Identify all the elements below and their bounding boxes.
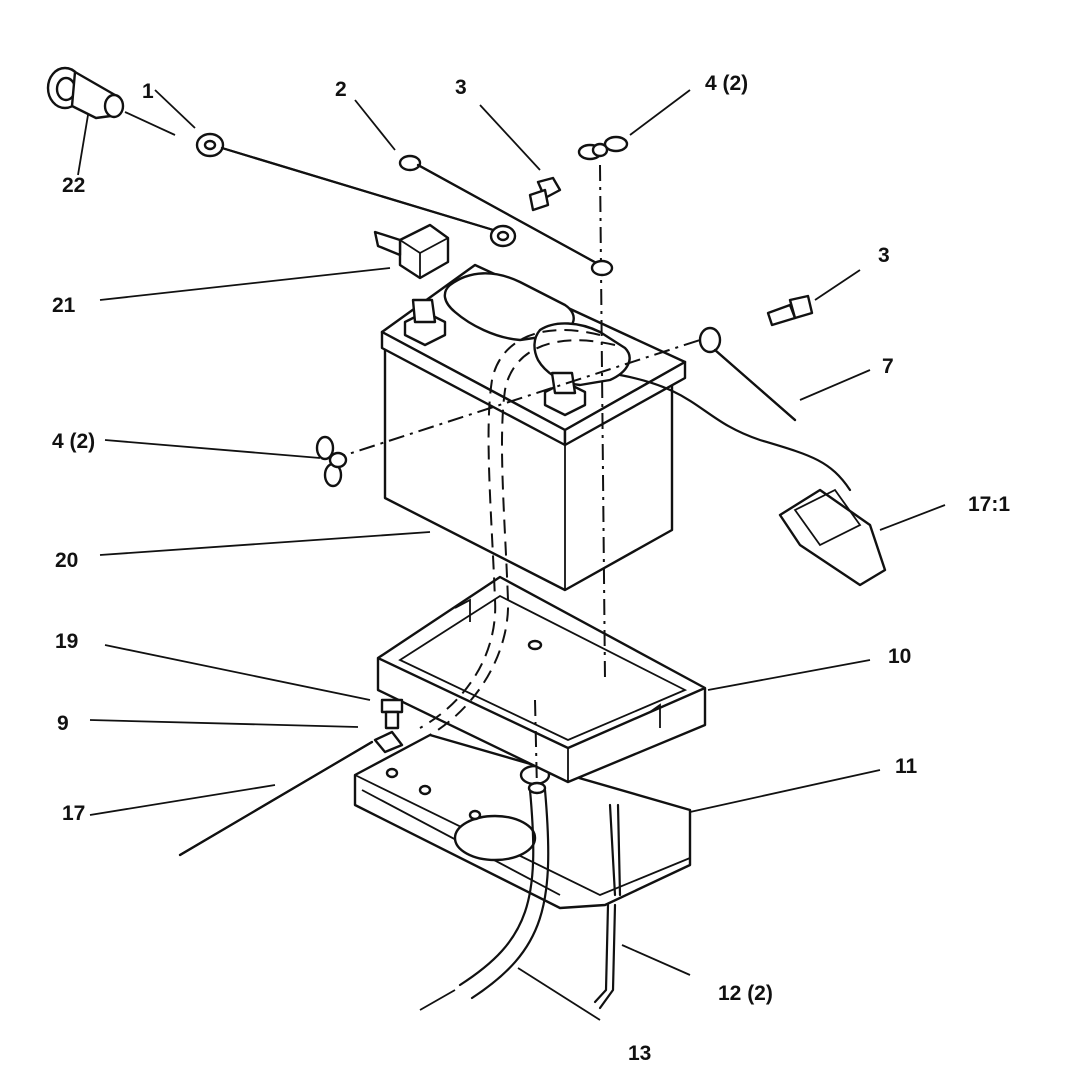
callout-22: 22 [62, 174, 85, 197]
callout-17-1: 17:1 [968, 493, 1010, 516]
callout-21: 21 [52, 294, 76, 317]
callout-7: 7 [882, 355, 894, 378]
terminal-boot [46, 66, 125, 120]
hold-down-strap [398, 154, 614, 277]
callout-17: 17 [62, 802, 85, 825]
battery [380, 263, 687, 592]
cable-alignment-line [329, 339, 701, 461]
callout-12: 12 (2) [718, 982, 773, 1005]
bolt-right [766, 294, 814, 327]
vent-hose-hidden-path-2 [429, 339, 616, 736]
callout-11: 11 [895, 755, 918, 778]
callout-3-top: 3 [455, 76, 467, 99]
callout-1: 1 [142, 80, 154, 103]
screw-and-clamp [373, 698, 404, 754]
plug-connector [373, 223, 450, 280]
wire-conduit-inner [178, 740, 374, 857]
battery-cable-negative [698, 326, 797, 422]
battery-mount-plate [353, 733, 692, 910]
callout-labels: 22 1 2 3 4 (2) 21 3 7 4 (2) 17:1 20 19 1… [52, 72, 1010, 1065]
drain-tube [458, 781, 550, 1000]
callout-13: 13 [628, 1042, 651, 1065]
callout-2: 2 [335, 78, 347, 101]
battery-cable-positive [195, 132, 517, 248]
callout-9: 9 [57, 712, 69, 735]
vent-hose-hidden-path [419, 329, 601, 729]
callout-19: 19 [55, 630, 78, 653]
charger-lead-clip [618, 373, 887, 587]
callout-4-left: 4 (2) [52, 430, 95, 453]
battery-tray [376, 575, 707, 784]
leader-lines [77, 89, 946, 1021]
wing-nut-top [577, 135, 629, 161]
callout-3-right: 3 [878, 244, 890, 267]
wing-nut-left [315, 435, 348, 488]
tube-alignment-line [534, 699, 538, 791]
wingnut-rod-alignment-line [599, 164, 606, 681]
hold-down-rod [593, 803, 622, 1010]
callout-10: 10 [888, 645, 911, 668]
callout-4-top: 4 (2) [705, 72, 748, 95]
callout-20: 20 [55, 549, 78, 572]
bolt-top [528, 176, 562, 212]
